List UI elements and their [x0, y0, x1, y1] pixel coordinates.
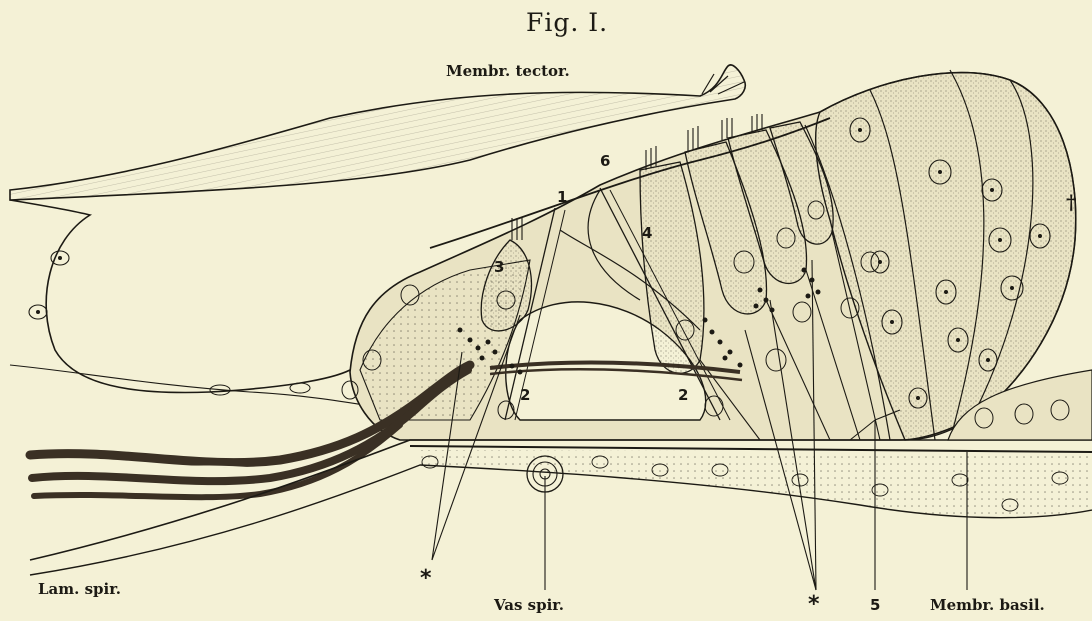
label-5: 5	[870, 596, 880, 614]
label-3: 3	[494, 258, 504, 276]
figure-title: Fig. I.	[526, 8, 608, 37]
label-dagger: †	[1066, 190, 1076, 214]
label-membr-tector: Membr. tector.	[446, 62, 570, 80]
label-asterisk-right: *	[808, 592, 820, 617]
label-1: 1	[557, 188, 567, 206]
label-2-right: 2	[678, 386, 688, 404]
label-lam-spir: Lam. spir.	[38, 580, 121, 598]
label-4: 4	[642, 224, 652, 242]
label-6: 6	[600, 152, 610, 170]
spiral-limbus	[10, 200, 410, 412]
label-asterisk-left: *	[420, 566, 432, 591]
label-2-left: 2	[520, 386, 530, 404]
label-membr-basil: Membr. basil.	[930, 596, 1045, 614]
label-vas-spir: Vas spir.	[494, 596, 564, 614]
